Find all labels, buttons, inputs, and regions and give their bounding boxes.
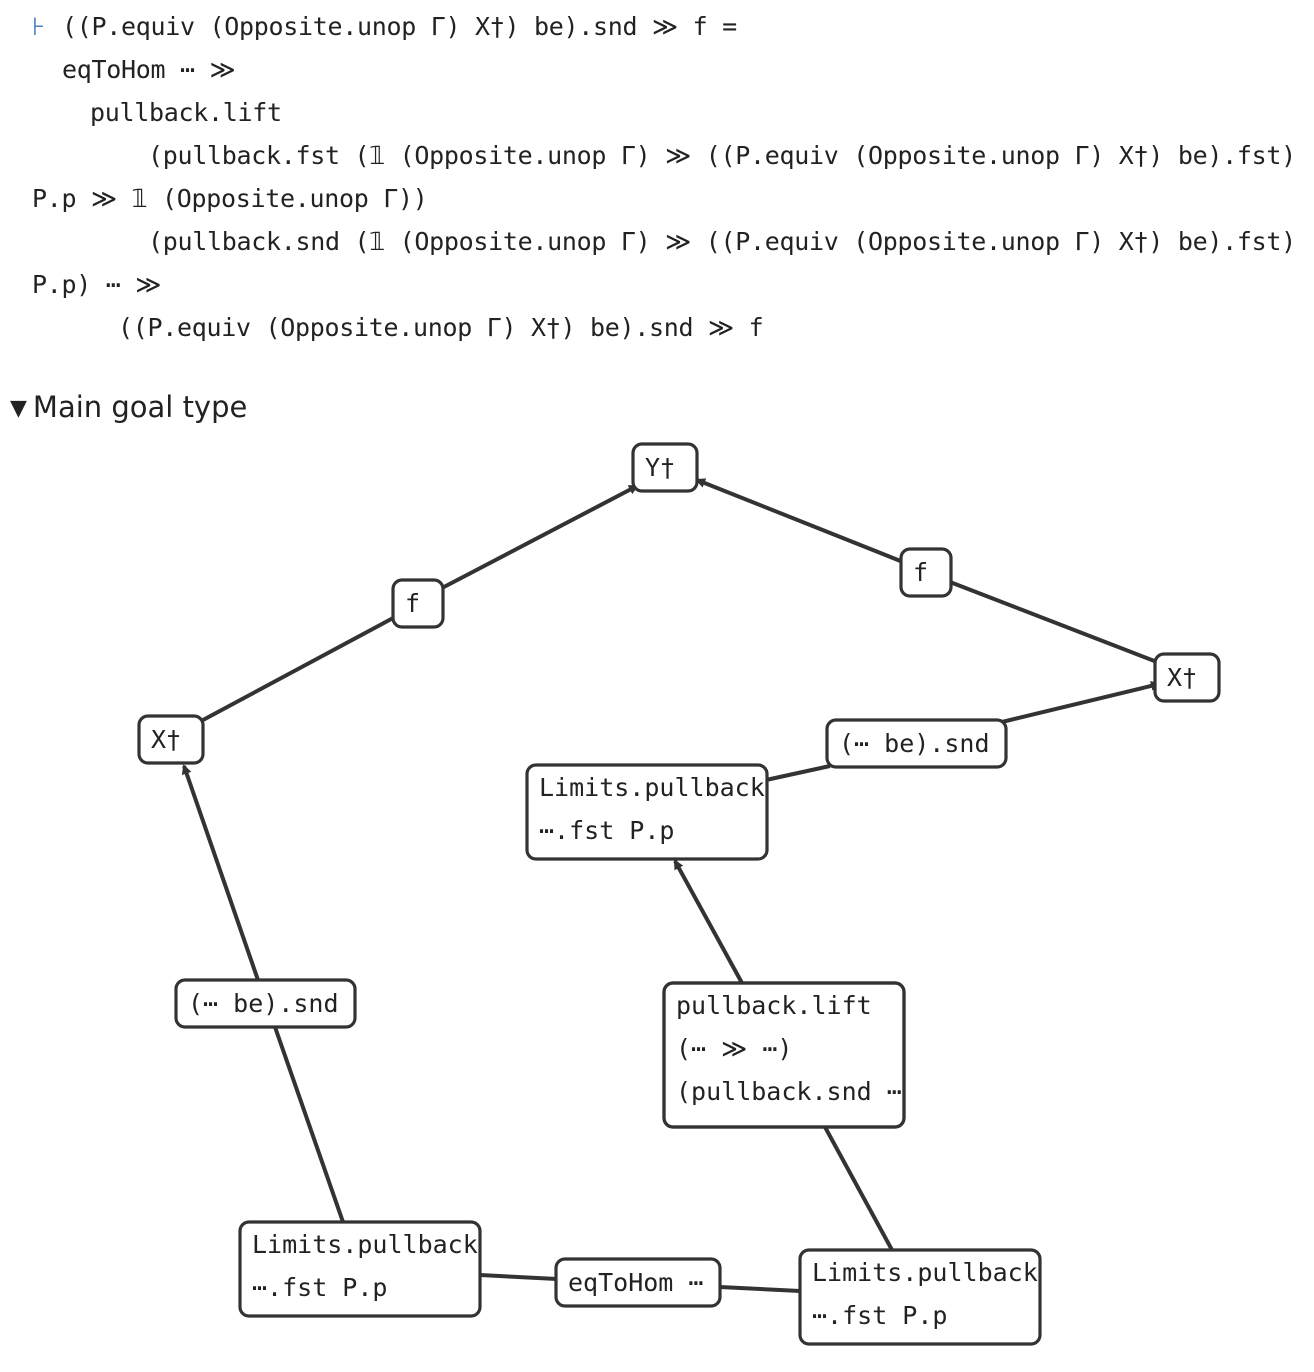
node-pullback-bottom-left[interactable]: Limits.pullback ⋯.fst P.p [238, 1220, 482, 1318]
edge-sndleft-to-xleft [181, 764, 260, 981]
goal-line-6: (pullback.snd (𝟙 (Opposite.unop Γ) ≫ ((P… [148, 227, 1296, 256]
edge-pbbl-to-sndleft [273, 1026, 345, 1223]
goal-line-5: P.p ≫ 𝟙 (Opposite.unop Γ)) [32, 184, 428, 213]
edge-fright-to-ytop [695, 478, 904, 564]
node-snd-left[interactable]: (⋯ be).snd [174, 978, 357, 1029]
node-pullback-br-line2: ⋯.fst P.p [812, 1301, 947, 1330]
node-y-top[interactable]: Y† [631, 442, 699, 493]
node-pullback-lift-line1: pullback.lift [676, 991, 872, 1020]
node-eqtohom[interactable]: eqToHom ⋯ [554, 1257, 722, 1308]
goal-line-8: ((P.equiv (Opposite.unop Γ) X†) be).snd … [118, 313, 764, 342]
edge-xleft-to-fleft [202, 615, 396, 722]
node-eqtohom-label: eqToHom ⋯ [568, 1268, 703, 1297]
node-snd-left-label: (⋯ be).snd [188, 989, 339, 1018]
node-snd-right-label: (⋯ be).snd [839, 729, 990, 758]
edge-pbbl-to-eqtohom [479, 1273, 558, 1281]
node-pullback-lift-line2: (⋯ ≫ ⋯) [676, 1034, 792, 1063]
node-f-left-label: f [405, 589, 420, 618]
node-pullback-mid[interactable]: Limits.pullback ⋯.fst P.p [525, 763, 769, 861]
node-f-right[interactable]: f [899, 547, 953, 598]
node-pullback-lift[interactable]: pullback.lift (⋯ ≫ ⋯) (pullback.snd ⋯ [662, 981, 906, 1129]
edge-pbmid-to-sndright [765, 764, 831, 782]
goal-line-1: ((P.equiv (Opposite.unop Γ) X†) be).snd … [62, 12, 737, 41]
node-f-left[interactable]: f [391, 578, 445, 629]
node-pullback-mid-line1: Limits.pullback [539, 773, 765, 802]
node-y-top-label: Y† [645, 453, 675, 482]
node-snd-right[interactable]: (⋯ be).snd [825, 718, 1008, 769]
edge-lift-to-pbmid [673, 859, 744, 984]
edge-sndright-to-xright [1001, 681, 1161, 724]
node-pullback-lift-line3: (pullback.snd ⋯ [676, 1077, 902, 1106]
goal-line-3: pullback.lift [90, 98, 282, 127]
node-pullback-bottom-right[interactable]: Limits.pullback ⋯.fst P.p [798, 1248, 1042, 1346]
node-pullback-mid-line2: ⋯.fst P.p [539, 816, 674, 845]
section-title: Main goal type [32, 390, 248, 424]
node-x-left-label: X† [151, 725, 181, 754]
node-x-right[interactable]: X† [1153, 652, 1221, 703]
node-x-right-label: X† [1167, 663, 1197, 692]
goal-line-7: P.p) ⋯ ≫ [32, 270, 162, 299]
node-pullback-br-line1: Limits.pullback [812, 1258, 1038, 1287]
node-pullback-bl-line2: ⋯.fst P.p [252, 1273, 387, 1302]
edges [181, 478, 1161, 1293]
node-pullback-bl-line1: Limits.pullback [252, 1230, 478, 1259]
edge-eqtohom-to-pbbr [719, 1285, 801, 1293]
main-goal-type-toggle[interactable]: ▼Main goal type [10, 390, 247, 426]
node-f-right-label: f [913, 558, 928, 587]
triangle-down-icon: ▼ [10, 396, 27, 421]
node-x-left[interactable]: X† [137, 714, 205, 765]
turnstile-symbol: ⊦ [32, 12, 45, 41]
edge-pbbr-to-lift [823, 1126, 894, 1251]
goal-line-2: eqToHom ⋯ ≫ [62, 55, 236, 84]
edge-fleft-to-ytop [441, 484, 639, 590]
edge-xright-to-fright [949, 580, 1158, 664]
goal-line-4: (pullback.fst (𝟙 (Opposite.unop Γ) ≫ ((P… [148, 141, 1296, 170]
